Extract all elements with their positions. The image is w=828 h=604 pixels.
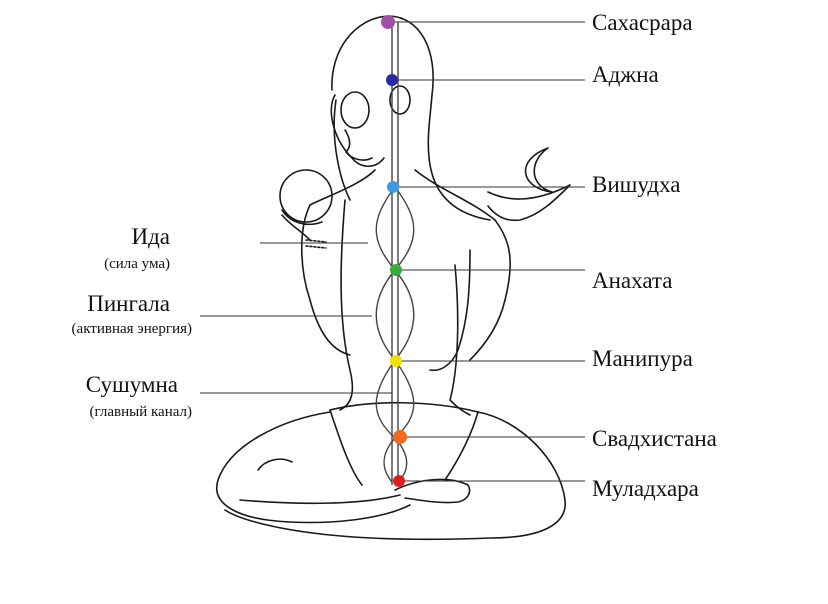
chakra-dot-ajna <box>386 74 398 86</box>
chakra-dot-anahata <box>390 264 402 276</box>
head-outline <box>330 94 385 168</box>
channel-desc-ida: (сила ума) <box>104 256 170 272</box>
chakra-label-manipura: Манипура <box>592 346 693 371</box>
chakra-dot-manipura <box>390 355 402 367</box>
pingala-channel <box>375 186 415 483</box>
left-knee <box>257 458 293 471</box>
left-hand <box>281 209 323 226</box>
left-arm <box>300 204 351 356</box>
hair-loop-1 <box>340 91 370 129</box>
right-shoulder <box>414 169 496 221</box>
waist <box>329 401 479 413</box>
torso-right <box>449 264 471 416</box>
chakra-label-anahata: Анахата <box>592 268 673 293</box>
sphere <box>279 169 333 223</box>
chakra-dot-muladhara <box>393 475 405 487</box>
shorts-left <box>329 409 363 486</box>
channel-label-sushumna: Сушумна <box>85 372 178 397</box>
chakra-label-ajna: Аджна <box>592 62 659 87</box>
feet <box>394 478 471 504</box>
ida-channel <box>375 186 415 483</box>
right-hand <box>487 184 571 222</box>
left-leg <box>215 411 411 524</box>
right-arm <box>429 249 471 372</box>
torso-left <box>339 199 354 411</box>
channel-label-pingala: Пингала <box>87 291 170 316</box>
left-forearm <box>281 214 311 241</box>
left-shoulder <box>309 169 376 206</box>
hair-left <box>333 99 351 201</box>
chakra-label-svadhisthana: Свадхистана <box>592 426 717 451</box>
shorts-right <box>444 411 479 481</box>
channel-label-ida: Ида <box>131 224 170 249</box>
bracelet <box>305 239 327 249</box>
chakra-dot-vishuddha <box>387 181 399 193</box>
face <box>344 129 373 161</box>
chakra-label-muladhara: Муладхара <box>592 476 699 501</box>
chakra-dot-svadhisthana <box>393 430 407 444</box>
chakra-label-vishuddha: Вишудха <box>592 172 681 197</box>
chakra-label-sahasrara: Сахасрара <box>592 10 693 35</box>
chakra-dot-sahasrara <box>381 15 395 29</box>
lower-leg <box>239 494 401 505</box>
right-leg <box>224 411 566 541</box>
channel-desc-sushumna: (главный канал) <box>89 404 192 420</box>
right-upper-arm <box>469 219 511 361</box>
hair-loop-2 <box>389 85 411 115</box>
hood-outline <box>331 15 491 221</box>
channel-desc-pingala: (активная энергия) <box>71 321 192 337</box>
moon <box>524 147 553 193</box>
